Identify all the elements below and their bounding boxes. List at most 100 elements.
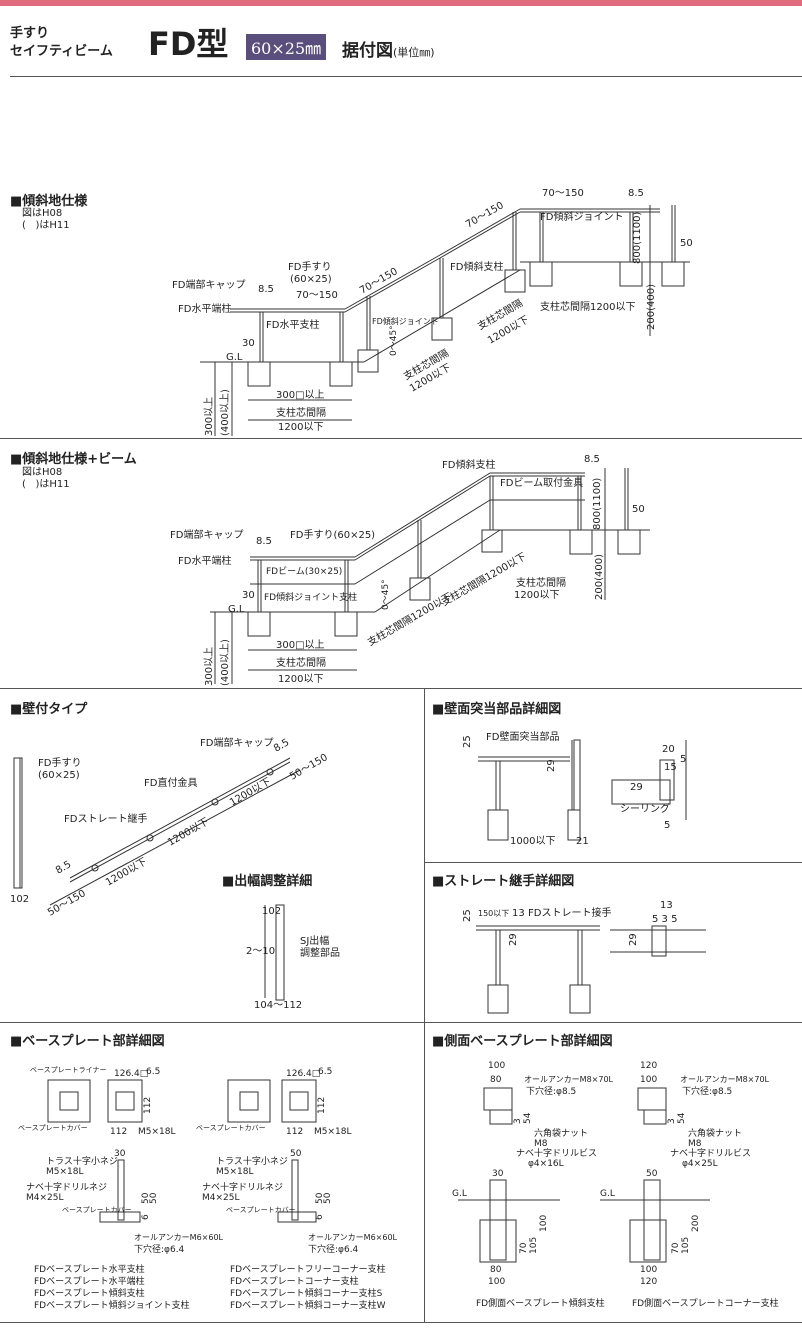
base-d112: 112 — [143, 1097, 153, 1114]
sbp-nut2: 六角袋ナット — [688, 1127, 742, 1139]
sbp-drill-sz2: φ4×25L — [682, 1159, 718, 1169]
sd-d13: 13 — [512, 908, 525, 919]
slope-d8-5: 8.5 — [628, 188, 644, 199]
slope-joint: FD傾斜ジョイント — [540, 210, 623, 223]
slope-drawing — [200, 205, 690, 436]
wall-end-cap: FD端部キャップ — [200, 736, 273, 749]
sbp-drill: ナベ十字ドリルビス — [516, 1147, 597, 1159]
sd-d13b: 13 — [660, 900, 673, 911]
section-slope-title: ■傾斜地仕様 — [10, 194, 88, 209]
subtitle: 据付図(単位㎜) — [342, 36, 435, 61]
base-labels: ベースプレートライナー ベースプレートカバー 126.4□ 6.5 112 11… — [18, 1066, 398, 1311]
slope-d800: 800(1100) — [632, 212, 643, 264]
reach-d104: 104～112 — [254, 1000, 302, 1011]
sb-d30: 30 — [242, 590, 255, 601]
slope-note2: ( )はH11 — [22, 220, 70, 231]
base-d50b: 50 — [149, 1192, 159, 1204]
sbp-d50: 50 — [646, 1169, 658, 1179]
sbp-hole: 下穴径:φ8.5 — [526, 1085, 576, 1097]
base-truss: トラス十字小ネジ — [46, 1155, 118, 1167]
slope-d30: 30 — [242, 338, 255, 349]
sb-d300: 300以上 — [203, 647, 215, 686]
slope-d50: 50 — [680, 238, 693, 249]
sbp-m8b: M8 — [688, 1139, 702, 1149]
sbp-d54b: 54 — [677, 1112, 687, 1124]
slope-d70-150b: 70～150 — [464, 200, 506, 230]
slope-d70-150c: 70～150 — [296, 290, 338, 301]
wd-sealing: シーリング — [620, 802, 670, 815]
wall-d1200b: 1200以下 — [166, 816, 211, 848]
base-d126: 126.4□ — [114, 1069, 148, 1079]
base-m5b: M5×18L — [314, 1127, 352, 1137]
reach-sj2: 調整部品 — [300, 946, 340, 959]
base-d6: 6 — [141, 1214, 151, 1220]
base-anchor: オールアンカーM6×60L — [134, 1233, 224, 1242]
sb-end-cap: FD端部キャップ — [170, 528, 243, 541]
wd-d21: 21 — [576, 836, 589, 847]
sd-d535: 5 3 5 — [652, 914, 677, 925]
header: 手すり セイフティビーム FD型 60×25㎜ 据付図(単位㎜) — [10, 24, 792, 76]
section-reach-title: ■出幅調整詳細 — [222, 874, 313, 889]
slope-angle: 0～45° — [389, 325, 399, 356]
sbp-d3: 3 — [513, 1118, 523, 1124]
slope-beam-drawing — [210, 468, 650, 684]
sbp-gl: G.L — [452, 1189, 467, 1199]
section-slope-beam-title: ■傾斜地仕様+ビーム — [10, 452, 137, 467]
base-d30: 30 — [114, 1149, 126, 1159]
sbp-d105b: 105 — [681, 1237, 691, 1254]
slope-d200: 200(400) — [646, 284, 657, 330]
slope-d300sq: 300□以上 — [276, 389, 325, 401]
wd-d15: 15 — [664, 762, 677, 773]
wd-d1000: 1000以下 — [510, 836, 555, 847]
wd-d29: 29 — [546, 759, 557, 772]
sb-pitch-r: 支柱芯間隔 — [516, 576, 566, 589]
sbp-d100d: 100 — [488, 1277, 505, 1287]
straight-labels: 25 150以下 13 FDストレート接手 29 13 5 3 5 29 — [462, 900, 677, 946]
base-anchor2: オールアンカーM6×60L — [308, 1233, 398, 1242]
sb-beam-fitting: FDビーム取付金具 — [500, 476, 583, 489]
base-d112d: 112 — [286, 1127, 303, 1137]
slope-h-end-post: FD水平端柱 — [178, 302, 231, 315]
sbp-d120: 120 — [640, 1061, 657, 1071]
wall-fit: FD直付金具 — [144, 776, 197, 789]
divider-2 — [0, 688, 802, 689]
base-d50c: 50 — [290, 1149, 302, 1159]
slope-joint-small: FD傾斜ジョイント — [372, 316, 439, 326]
wall-d102: 102 — [10, 894, 29, 905]
sd-part: FDストレート接手 — [528, 906, 611, 919]
slope-beam-note1: 図はH08 — [22, 467, 63, 478]
straight-detail-drawing — [476, 925, 706, 1014]
sbp-d30: 30 — [492, 1169, 504, 1179]
side-base-drawing — [458, 1087, 710, 1263]
base-list-right-3: FDベースプレート傾斜コーナー支柱W — [230, 1299, 386, 1311]
sb-beam: FDビーム(30×25) — [266, 566, 342, 577]
base-truss-sz2: M5×18L — [216, 1167, 254, 1177]
base-d112c: 112 — [317, 1097, 327, 1114]
sbp-anchor2: オールアンカーM8×70L — [680, 1075, 770, 1084]
base-list-left-3: FDベースプレート傾斜ジョイント支柱 — [34, 1299, 190, 1311]
sb-h-end-post: FD水平端柱 — [178, 554, 231, 567]
base-list-right-0: FDベースプレートフリーコーナー支柱 — [230, 1263, 386, 1275]
base-nabe-sz2: M4×25L — [202, 1193, 240, 1203]
subtitle-text: 据付図 — [342, 41, 393, 61]
sbp-gl2: G.L — [600, 1189, 615, 1199]
slope-end-cap: FD端部キャップ — [172, 278, 245, 291]
base-nabe2: ナベ十字ドリルネジ — [202, 1181, 283, 1193]
side-base-labels: 100 80 オールアンカーM8×70L 下穴径:φ8.5 54 3 六角袋ナッ… — [452, 1061, 779, 1309]
slope-beam-note2: ( )はH11 — [22, 479, 70, 490]
header-line2: セイフティビーム — [10, 44, 113, 59]
size-badge: 60×25㎜ — [246, 34, 327, 60]
sb-d1200: 1200以下 — [278, 674, 323, 685]
sbp-d100b: 100 — [640, 1075, 657, 1085]
wall-d8-5b: 8.5 — [54, 859, 73, 876]
sb-d50: 50 — [632, 504, 645, 515]
base-list-left-0: FDベースプレート水平支柱 — [34, 1263, 145, 1275]
sd-d29b: 29 — [628, 933, 639, 946]
sb-d8-5: 8.5 — [584, 454, 600, 465]
wall-handrail-sz: (60×25) — [38, 770, 80, 781]
sb-angle: 0～45° — [381, 579, 391, 610]
sbp-hole2: 下穴径:φ8.5 — [682, 1085, 732, 1097]
sbp-anchor: オールアンカーM8×70L — [524, 1075, 614, 1084]
sbp-m8: M8 — [534, 1139, 548, 1149]
sb-pitch: 支柱芯間隔 — [276, 656, 326, 669]
